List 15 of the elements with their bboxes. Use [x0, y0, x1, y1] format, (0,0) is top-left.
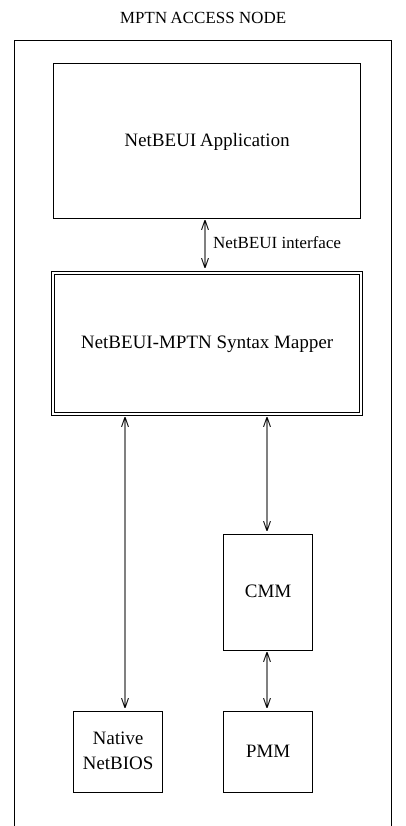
node-title: MPTN ACCESS NODE	[118, 7, 288, 29]
process-box	[51, 271, 363, 416]
process-box	[53, 63, 361, 219]
arrow	[263, 652, 271, 708]
box-label: Native NetBIOS	[82, 727, 154, 776]
arrow	[263, 416, 271, 532]
process-box	[223, 534, 313, 651]
box-label: CMM	[244, 580, 292, 604]
arrow	[121, 416, 129, 708]
arrow	[201, 220, 209, 268]
box-label: NetBEUI-MPTN Syntax Mapper	[80, 331, 334, 356]
box-label: NetBEUI Application	[124, 128, 290, 153]
process-box	[73, 711, 163, 793]
box-label: PMM	[246, 740, 290, 764]
process-box	[223, 711, 313, 793]
